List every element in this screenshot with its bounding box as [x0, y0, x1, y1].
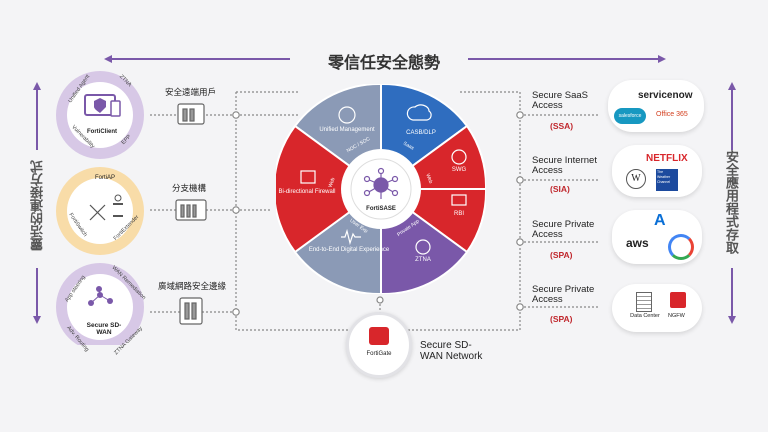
fortigate-badge: FortiGate: [346, 312, 412, 378]
segment-label-experience: End-to-End Digital Experience: [309, 247, 390, 253]
fortisase-hub-icon: [363, 167, 399, 199]
logo-aws: aws: [626, 236, 649, 250]
sdwan-name: Secure SD-WAN: [86, 322, 122, 336]
left-vertical-label: 靈活的連接方式: [30, 160, 45, 251]
pulse-icon: [341, 228, 361, 246]
node-remote-users: 安全遠端用戶: [165, 87, 217, 97]
forticlient-name: FortiClient: [87, 129, 117, 135]
management-icon: [338, 106, 356, 124]
logo-azure: A: [654, 212, 666, 229]
logo-ngfw: NGFW: [668, 313, 685, 319]
right-code-ssa: (SSA): [550, 121, 574, 131]
logo-netflix: NETFLIX: [646, 153, 688, 164]
left-circles: [56, 71, 144, 345]
segment-label-rbi: RBI: [454, 211, 464, 217]
cloud-icon: [406, 104, 432, 121]
firewall-icon: [300, 170, 316, 184]
branch-icon: [175, 199, 207, 221]
segment-tag-swg: Web: [424, 173, 433, 185]
office-icon: [177, 103, 205, 125]
right-title-spa: Secure Private Access: [532, 219, 595, 240]
ztna-icon: [415, 239, 431, 255]
sdwan-circle: [56, 263, 144, 345]
cloud-spa: A aws G: [612, 210, 702, 264]
segment-label-swg: SWG: [452, 167, 467, 173]
fortigate-icon: [369, 327, 389, 345]
node-branch: 分支機構: [172, 183, 207, 193]
fortisase-wheel: FortiSASE Unified Management CASB/DLP SW…: [276, 84, 486, 294]
segment-label-management: Unified Management: [319, 127, 375, 133]
rbi-icon: [451, 194, 467, 206]
logo-salesforce: salesforce: [614, 108, 646, 124]
forticlient-circle: [56, 71, 144, 159]
wheel-center-label: FortiSASE: [366, 206, 396, 212]
right-title-sia: Secure Internet Access: [532, 155, 597, 176]
fortigate-label: FortiGate: [366, 351, 392, 357]
logo-servicenow: servicenow: [638, 90, 693, 101]
right-title-spa2: Secure Private Access: [532, 284, 595, 305]
fortigate-caption: Secure SD-WAN Network: [420, 340, 483, 362]
datacenter-icon: [636, 292, 652, 312]
right-code-sia: (SIA): [550, 184, 570, 194]
right-code-spa2: (SPA): [550, 314, 573, 324]
right-title-ssa: Secure SaaS Access: [532, 90, 588, 111]
wan-edge-icon: [179, 297, 203, 325]
logo-gcp: G: [668, 234, 694, 260]
fortiap-name: FortiAP: [94, 175, 115, 181]
ngfw-icon: [670, 292, 686, 308]
building-icons: [175, 103, 207, 325]
cloud-sia: NETFLIX W The Weather Channel: [612, 145, 702, 197]
right-code-spa: (SPA): [550, 250, 573, 260]
segment-label-casb: CASB/DLP: [406, 130, 436, 136]
logo-wikipedia: W: [626, 169, 646, 189]
logo-office365: Office 365: [656, 111, 688, 118]
fortiap-circle: [56, 167, 144, 255]
right-vertical-label: 安全應用程式存取: [724, 150, 739, 254]
logo-datacenter: Data Center: [630, 313, 660, 319]
node-wan-edge: 廣域網路安全邊緣: [158, 281, 227, 291]
page-title: 零信任安全態勢: [327, 55, 440, 72]
segment-label-ztna: ZTNA: [415, 257, 431, 263]
logo-weather: The Weather Channel: [656, 169, 678, 191]
globe-icon: [451, 149, 467, 165]
segment-label-firewall: Bi-directional Firewall: [278, 189, 335, 195]
wheel-segment-firewall: [276, 124, 383, 254]
cloud-ssa: servicenow salesforce Office 365: [608, 80, 704, 132]
segment-tag-firewall: Web: [327, 177, 336, 189]
cloud-spa2: Data Center NGFW: [612, 284, 702, 332]
segment-tag-casb: Saas: [402, 141, 415, 152]
